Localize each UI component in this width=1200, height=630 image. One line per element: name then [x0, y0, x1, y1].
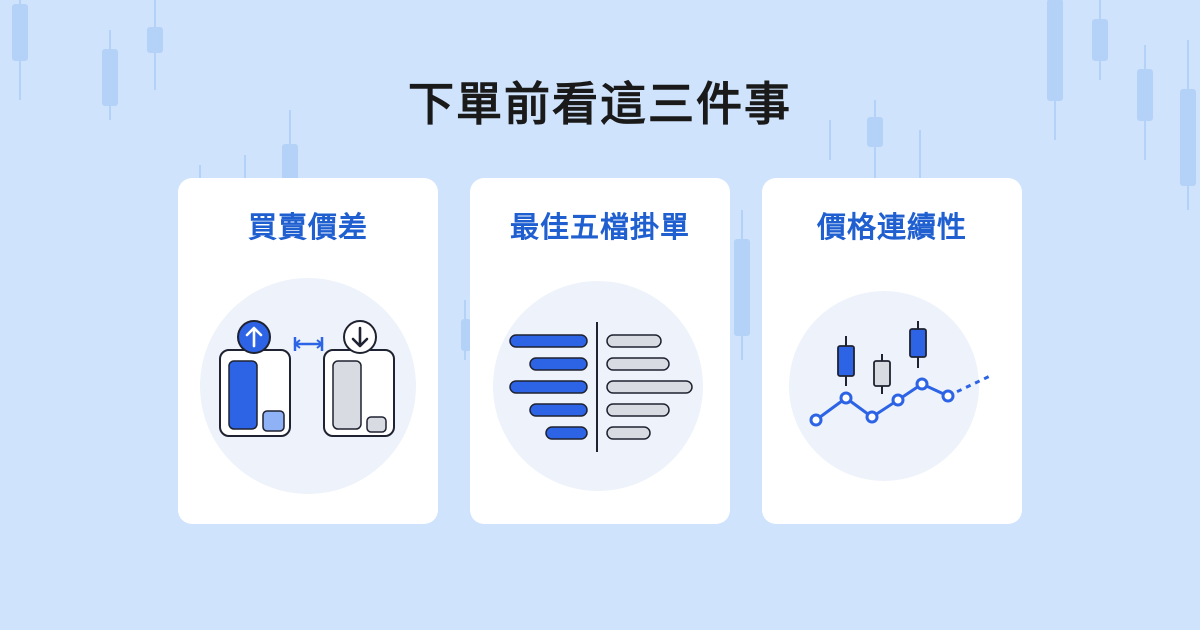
bid-ask-spread-icon [200, 278, 416, 494]
card-order-book: 最佳五檔掛單 [470, 178, 730, 524]
card-bid-ask-spread: 買賣價差 [178, 178, 438, 524]
card-title: 價格連續性 [816, 210, 967, 244]
card-title: 最佳五檔掛單 [509, 210, 690, 244]
card-price-continuity: 價格連續性 [762, 178, 1022, 524]
order-book-icon [493, 281, 703, 491]
card-title: 買賣價差 [247, 210, 368, 244]
price-continuity-chart-icon [789, 291, 991, 481]
page-title: 下單前看這三件事 [408, 77, 792, 131]
